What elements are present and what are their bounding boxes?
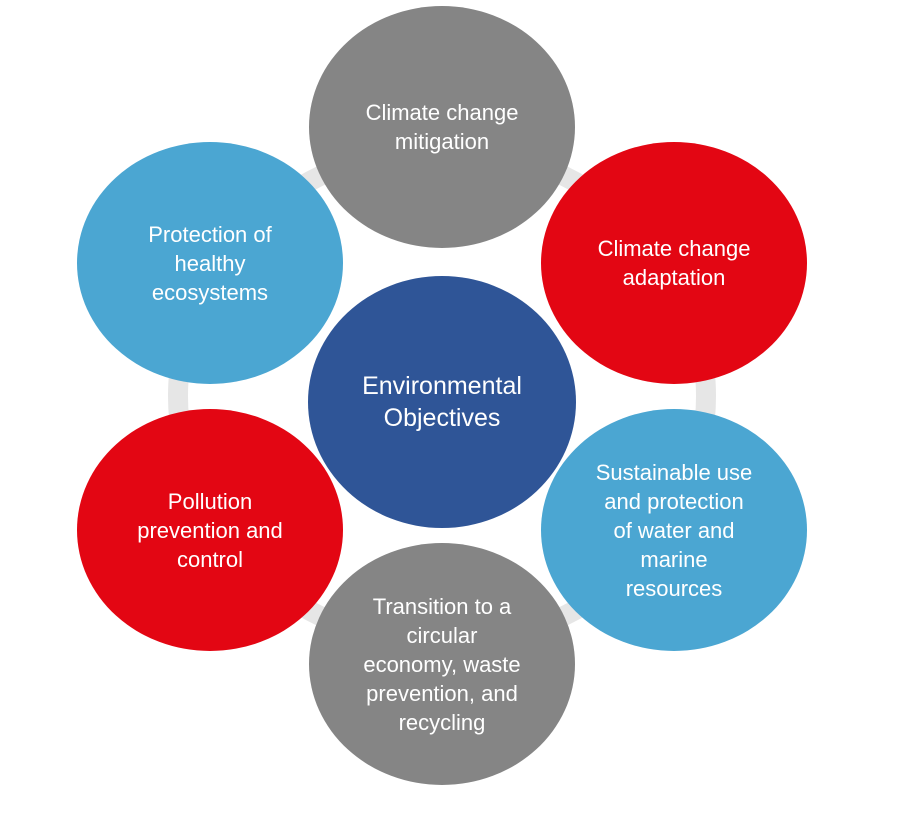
objective-water-and-marine-resources: Sustainable use and protection of water …: [541, 409, 807, 651]
objective-circular-economy: Transition to a circular economy, waste …: [309, 543, 575, 785]
objective-climate-change-mitigation: Climate change mitigation: [309, 6, 575, 248]
objective-label: Sustainable use and protection of water …: [595, 459, 753, 601]
objective-healthy-ecosystems: Protection of healthy ecosystems: [77, 142, 343, 384]
objective-pollution-prevention: Pollution prevention and control: [77, 409, 343, 651]
center-label: Environmental Objectives: [362, 372, 522, 432]
objective-label: Protection of healthy ecosystems: [148, 221, 272, 305]
objective-label: Pollution prevention and control: [137, 488, 283, 572]
objective-label: Climate change adaptation: [597, 236, 751, 290]
objective-climate-change-adaptation: Climate change adaptation: [541, 142, 807, 384]
objective-label: Transition to a circular economy, waste …: [363, 593, 521, 735]
center-environmental-objectives: Environmental Objectives: [308, 276, 576, 528]
objective-label: Climate change mitigation: [365, 100, 519, 154]
